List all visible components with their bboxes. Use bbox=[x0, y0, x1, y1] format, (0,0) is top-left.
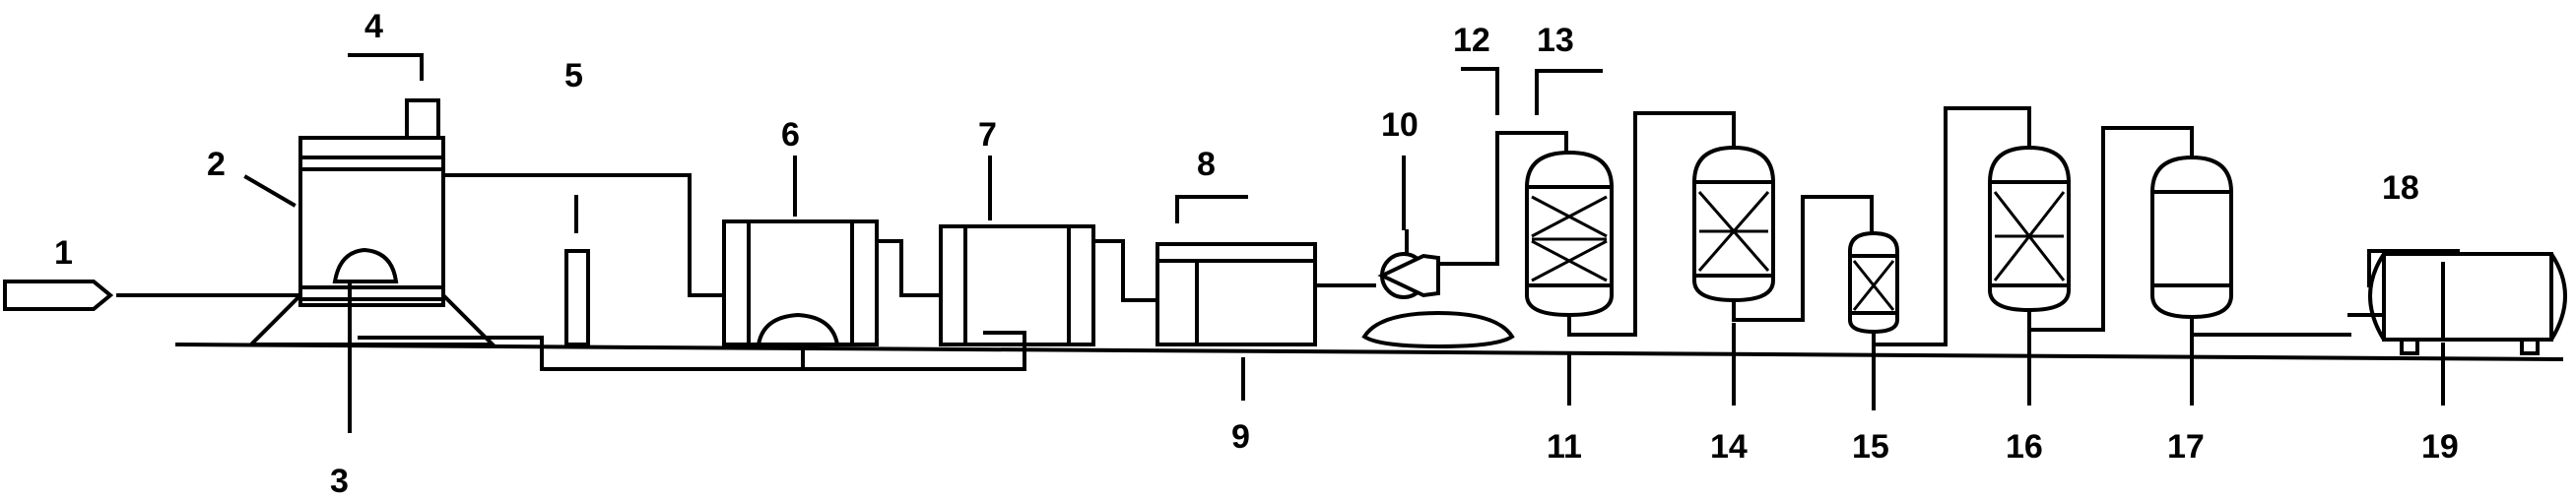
tank-19 bbox=[2347, 252, 2567, 406]
label-10: 10 bbox=[1381, 106, 1419, 144]
bottom-header bbox=[540, 331, 1026, 371]
unit-8 bbox=[1156, 242, 1317, 346]
leader-8 bbox=[1175, 195, 1248, 223]
label-2: 2 bbox=[207, 146, 226, 183]
furnace bbox=[246, 98, 692, 433]
label-5: 5 bbox=[564, 57, 583, 94]
label-13: 13 bbox=[1537, 22, 1574, 59]
label-3: 3 bbox=[330, 463, 349, 500]
pipe-furnace-6 bbox=[688, 173, 726, 297]
label-19: 19 bbox=[2421, 428, 2459, 466]
unit-6 bbox=[722, 219, 879, 346]
label-11: 11 bbox=[1547, 428, 1582, 466]
label-6: 6 bbox=[781, 116, 800, 154]
pipe-7-8 bbox=[1091, 239, 1159, 302]
label-14: 14 bbox=[1710, 428, 1748, 466]
leader-2 bbox=[243, 174, 297, 208]
label-8: 8 bbox=[1197, 146, 1216, 183]
leader-18 bbox=[2367, 249, 2460, 287]
burner bbox=[332, 247, 399, 283]
leader-13 bbox=[1535, 69, 1603, 115]
leader-12 bbox=[1461, 67, 1499, 115]
ground-line bbox=[174, 342, 2564, 362]
blower-10 bbox=[1361, 229, 1515, 349]
pipe-10-11 bbox=[1436, 131, 1568, 266]
column-15 bbox=[1848, 106, 2031, 410]
label-18: 18 bbox=[2382, 169, 2419, 207]
reactor-16 bbox=[1988, 126, 2194, 406]
reactor-11 bbox=[1525, 111, 1736, 406]
pipe-6-7 bbox=[875, 239, 943, 297]
feed-arrow bbox=[3, 280, 302, 311]
column-5 bbox=[564, 195, 590, 346]
label-4: 4 bbox=[364, 8, 383, 45]
leader-4 bbox=[348, 53, 424, 81]
label-7: 7 bbox=[978, 116, 997, 154]
label-12: 12 bbox=[1453, 22, 1490, 59]
label-1: 1 bbox=[54, 234, 73, 272]
separator-17 bbox=[2150, 155, 2351, 406]
label-17: 17 bbox=[2167, 428, 2205, 466]
label-9: 9 bbox=[1231, 418, 1250, 456]
unit-7 bbox=[939, 224, 1095, 346]
label-16: 16 bbox=[2006, 428, 2043, 466]
label-15: 15 bbox=[1852, 428, 1889, 466]
reactor-14 bbox=[1692, 145, 1874, 406]
stack bbox=[405, 98, 440, 140]
